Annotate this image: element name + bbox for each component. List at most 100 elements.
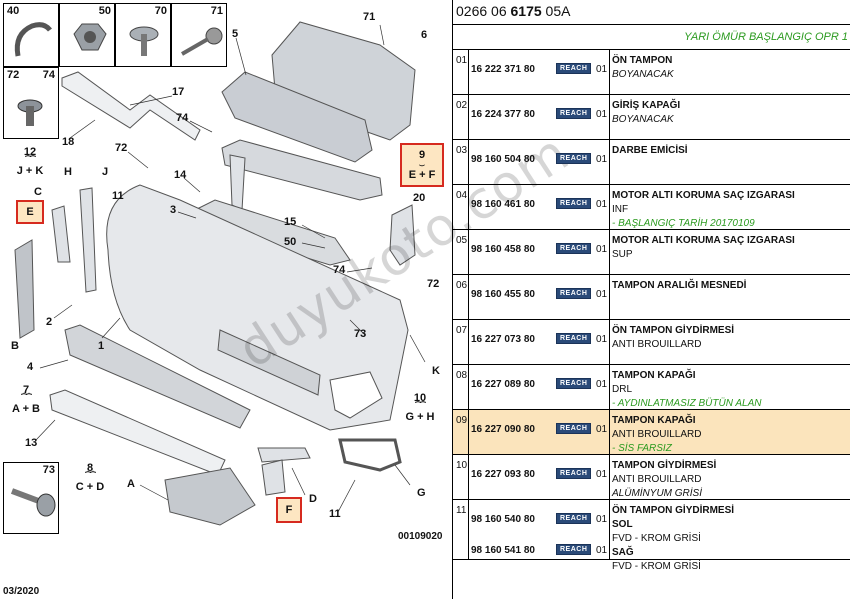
part-reference-number[interactable]: 98 160 461 80 [471,199,535,210]
column-divider [468,95,469,139]
column-divider [609,365,610,409]
part-bracket-f [261,459,286,496]
part-trim-d [257,447,311,463]
reach-badge: REACH [556,108,592,119]
part-reference-number[interactable]: 16 224 377 80 [471,109,535,120]
part-reference-number[interactable]: 16 227 090 80 [471,424,535,435]
part-reference-number[interactable]: 98 160 455 80 [471,289,535,300]
part-quantity: 01 [596,379,608,390]
parts-table: 0266 06 6175 05A YARI ÖMÜR BAŞLANGIÇ OPR… [452,0,850,599]
exploded-parts-diagram: 40 50 70 71 72 74 73 71 6 5 17 18 74 72 … [3,3,580,597]
column-divider [468,275,469,319]
column-divider [609,230,610,274]
callout-g: G [417,487,426,499]
thumb-label: 71 [210,5,223,17]
thumb-label: 73 [42,464,55,476]
callout-2: 2 [46,316,53,328]
part-reference-number[interactable]: 98 160 458 80 [471,244,535,255]
part-reference-number[interactable]: 98 160 540 80 [471,514,535,525]
callout-20: 20 [413,192,426,204]
callout-c: C [34,186,42,198]
callout-72b: 72 [427,278,440,290]
column-divider [609,320,610,364]
column-divider [609,50,610,94]
part-variant: ALÜMİNYUM GRİSİ [612,488,703,499]
subgroup-10: 10 ⏞⏞ G + H [405,392,435,423]
position-number: 05 [456,235,468,246]
callout-15: 15 [284,216,297,228]
part-reference-number[interactable]: 98 160 504 80 [471,154,535,165]
part-reference-number[interactable]: 16 227 089 80 [471,379,535,390]
thumb-cell-71: 71 [171,3,227,67]
part-condition-note: - BAŞLANGIÇ TARİH 20170109 [612,218,755,229]
column-divider [609,455,610,499]
self-tapping-screw-icon [181,27,223,56]
part-quantity: 01 [596,469,608,480]
position-number: 11 [456,505,467,516]
bumper-fog-opening [329,371,383,419]
catalog-code-suffix: 05A [545,3,571,19]
part-name: SOL [612,519,633,530]
section-title: YARI ÖMÜR BAŞLANGIÇ OPR 1 [453,25,850,50]
callout-j: J [102,166,109,178]
part-reference-number[interactable]: 98 160 541 80 [471,545,535,556]
part-quantity: 01 [596,109,608,120]
thumb-label: 50 [98,5,111,17]
part-side-bracket [389,204,416,266]
column-divider [609,410,610,454]
column-divider [468,410,469,454]
thumb-cell-50: 50 [59,3,115,67]
callout-17: 17 [172,86,185,98]
part-chrome-strip [61,71,201,141]
callout-73: 73 [354,328,367,340]
part-reference-number[interactable]: 16 227 073 80 [471,334,535,345]
part-variant: ANTI BROUILLARD [612,474,702,485]
part-quantity: 01 [596,424,608,435]
bolt-icon [10,488,56,517]
column-divider [609,275,610,319]
part-name: ÖN TAMPON [612,55,673,66]
part-name: DARBE EMİCİSİ [612,145,688,156]
position-number: 02 [456,100,468,111]
part-side-strip-h [79,187,97,293]
position-number: 01 [456,55,468,66]
part-name: GİRİŞ KAPAĞI [612,100,681,111]
callout-b: B [11,340,19,352]
part-reference-number[interactable]: 16 222 371 80 [471,64,535,75]
callout-3: 3 [170,204,177,216]
part-reference-number[interactable]: 16 227 093 80 [471,469,535,480]
position-number: 04 [456,190,468,201]
bumper-lower-vent [217,329,321,396]
reach-badge: REACH [556,63,592,74]
callout-6: 6 [421,29,428,41]
part-description: TAMPON ARALIĞI MESNEDİ [612,279,848,293]
callout-4: 4 [27,361,34,373]
thumb-cell-72-74: 72 74 [3,67,59,139]
clip-icon [14,22,52,57]
reach-badge: REACH [556,153,592,164]
part-variant: DRL [612,384,633,395]
boxed-callout-9: 9 ⌣ E + F [400,143,444,187]
callout-74b: 74 [333,264,346,276]
diagram-reference-code: 00109020 [398,531,443,542]
part-variant: ANTI BROUILLARD [612,339,702,350]
callout-74: 74 [176,112,189,124]
part-lower-grille-13 [49,389,226,476]
part-variant: FVD - KROM GRİSİ [612,561,701,572]
part-variant: FVD - KROM GRİSİ [612,533,701,544]
